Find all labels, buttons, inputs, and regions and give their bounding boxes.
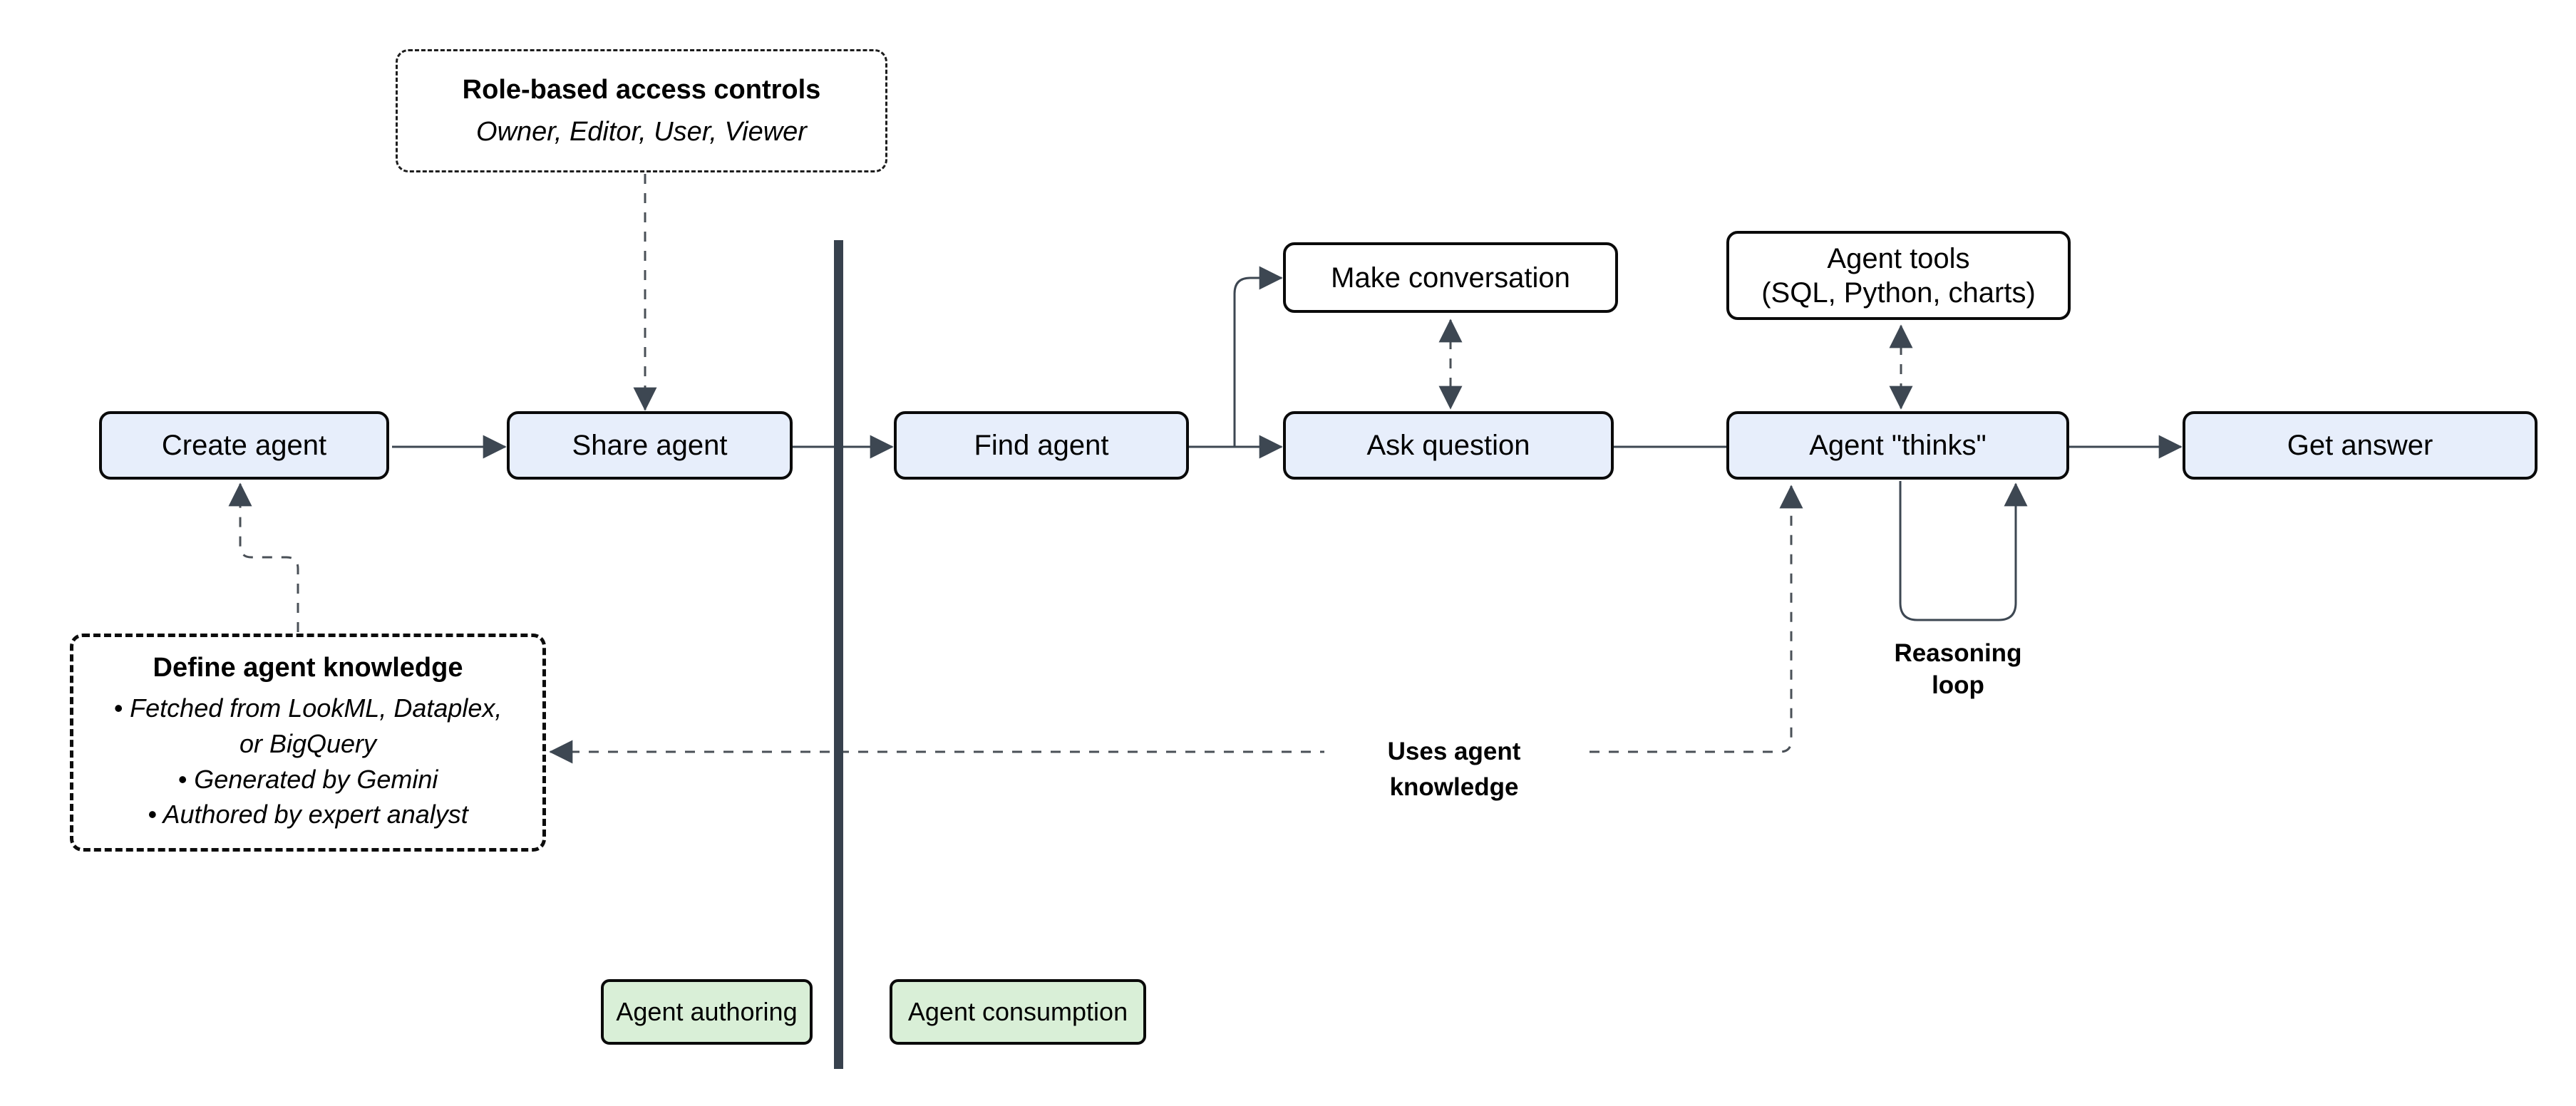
reasoning-loop-label: Reasoning loop <box>1851 638 2065 702</box>
reasoning-loop-line1: Reasoning <box>1894 639 2022 667</box>
knowledge-bullet-list: Fetched from LookML, Dataplex, or BigQue… <box>108 691 508 832</box>
reasoning-loop-line2: loop <box>1932 671 1984 699</box>
zone-agent-consumption: Agent consumption <box>890 979 1146 1045</box>
note-define-agent-knowledge: Define agent knowledge Fetched from Look… <box>70 634 546 852</box>
node-find-agent: Find agent <box>894 411 1189 480</box>
knowledge-bullet: Fetched from LookML, Dataplex, or BigQue… <box>108 691 508 761</box>
uses-agent-knowledge-label: Uses agent knowledge <box>1324 734 1584 801</box>
node-ask-question: Ask question <box>1283 411 1614 480</box>
zone-agent-authoring: Agent authoring <box>601 979 813 1045</box>
note-role-based-access: Role-based access controls Owner, Editor… <box>396 49 887 172</box>
knowledge-title: Define agent knowledge <box>153 653 463 683</box>
node-get-answer: Get answer <box>2183 411 2538 480</box>
node-share-agent: Share agent <box>507 411 793 480</box>
agent-tools-line1: Agent tools <box>1827 242 1970 274</box>
agent-tools-line2: (SQL, Python, charts) <box>1761 276 2036 309</box>
knowledge-bullet: Authored by expert analyst <box>108 797 508 832</box>
connector-knowledge-to-create <box>228 482 299 632</box>
knowledge-bullet: Generated by Gemini <box>108 762 508 797</box>
connector-uses-agent-knowledge <box>549 485 1803 764</box>
rbac-roles: Owner, Editor, User, Viewer <box>476 116 807 147</box>
rbac-title: Role-based access controls <box>462 74 821 105</box>
connector-find-to-make-conversation <box>1233 266 1283 447</box>
connector-reasoning-loop <box>1899 481 2028 621</box>
authoring-consumption-divider <box>834 240 843 1069</box>
node-agent-tools: Agent tools (SQL, Python, charts) <box>1726 231 2071 320</box>
node-create-agent: Create agent <box>99 411 389 480</box>
node-agent-thinks: Agent "thinks" <box>1726 411 2069 480</box>
node-make-conversation: Make conversation <box>1283 242 1618 313</box>
